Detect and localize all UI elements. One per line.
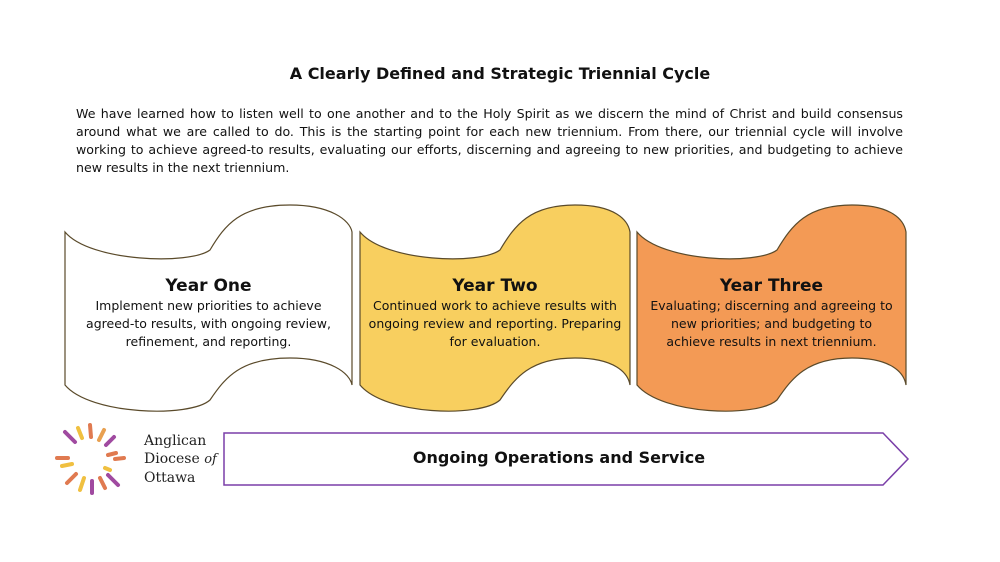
ongoing-operations-arrow (223, 432, 910, 486)
year-three-card: Year Three Evaluating; discerning and ag… (637, 275, 906, 351)
diocese-logo-text: Anglican Diocese of Ottawa (144, 432, 217, 487)
slide-title: A Clearly Defined and Strategic Triennia… (289, 64, 711, 83)
year-three-text: Evaluating; discerning and agreeing to n… (650, 298, 893, 349)
year-one-heading: Year One (165, 276, 252, 296)
ongoing-operations-label: Ongoing Operations and Service (412, 448, 706, 467)
intro-paragraph: We have learned how to listen well to on… (76, 106, 903, 175)
year-three-banner (636, 204, 907, 412)
logo-line-1: Anglican (144, 433, 207, 449)
logo-of: of (204, 452, 217, 467)
year-one-banner (64, 204, 353, 412)
logo-line-2: Diocese (144, 451, 200, 467)
year-two-text: Continued work to achieve results with o… (368, 298, 622, 349)
year-two-card: Year Two Continued work to achieve resul… (360, 275, 630, 351)
year-two-heading: Year Two (452, 276, 538, 296)
logo-line-3: Ottawa (144, 470, 196, 486)
year-three-heading: Year Three (719, 276, 824, 296)
year-one-card: Year One Implement new priorities to ach… (65, 275, 352, 351)
diocese-logo-mark (55, 423, 126, 495)
year-one-text: Implement new priorities to achieve agre… (86, 298, 331, 349)
year-two-banner (359, 204, 631, 412)
